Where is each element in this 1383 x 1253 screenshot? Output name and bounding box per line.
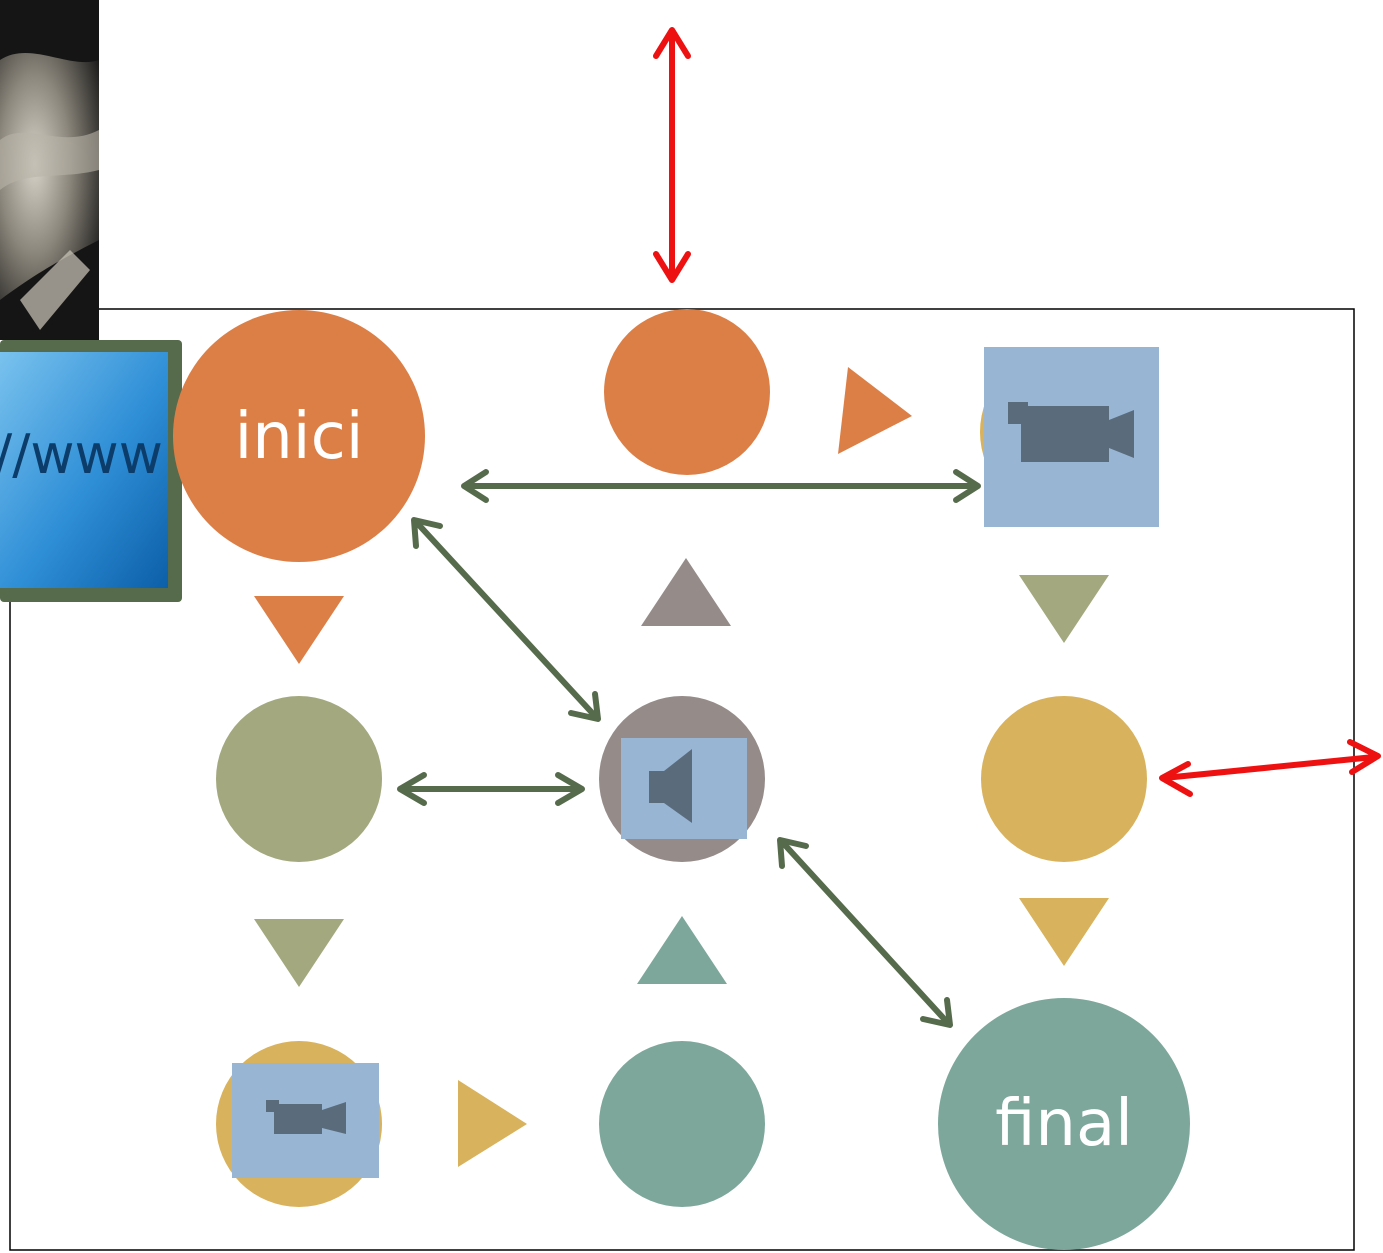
flow-arrow-middle-left-to-bottom-left [254, 919, 344, 987]
flow-arrow-bottom-middle-to-middle-audio [637, 916, 727, 984]
link-middle-audio-to-end [777, 837, 953, 1028]
flow-arrow-start-to-middle-left [254, 596, 344, 664]
flow-triangles [254, 367, 1109, 1167]
speaker-icon [649, 749, 692, 823]
node-top-right-video[interactable] [980, 347, 1159, 527]
node-middle-left[interactable] [216, 696, 382, 862]
end-label: final [995, 1087, 1133, 1161]
flow-arrow-middle-right-to-end [1019, 898, 1109, 966]
rock-photo [0, 0, 99, 340]
node-middle-right[interactable] [981, 696, 1147, 862]
link-start-to-middle-audio [411, 517, 601, 722]
node-bottom-left-video[interactable] [216, 1041, 382, 1207]
web-address-text: //www [0, 423, 163, 486]
node-start[interactable]: inici [173, 310, 425, 562]
flow-arrow-top-middle-to-top-right [838, 367, 912, 454]
web-address-image: //www [0, 340, 182, 602]
external-arrow-right [1159, 739, 1381, 797]
start-label: inici [234, 400, 363, 474]
node-end[interactable]: final [938, 998, 1190, 1250]
diagram-frame [9, 308, 1355, 1251]
flow-arrow-bottom-left-to-bottom-middle [458, 1080, 527, 1167]
video-camera-icon-small [266, 1100, 346, 1134]
node-top-middle[interactable] [604, 309, 770, 475]
bidirectional-links [397, 469, 981, 1028]
external-link-arrows [653, 27, 1381, 797]
node-middle-audio[interactable] [599, 696, 765, 862]
link-middle-left-to-middle-audio [397, 772, 585, 806]
external-arrow-up [653, 27, 691, 283]
link-start-to-top-right [461, 469, 981, 503]
flow-arrow-middle-audio-to-top-middle [641, 558, 731, 626]
node-bottom-middle[interactable] [599, 1041, 765, 1207]
video-camera-icon [1008, 402, 1134, 462]
flow-arrow-top-right-to-middle-right [1019, 575, 1109, 643]
